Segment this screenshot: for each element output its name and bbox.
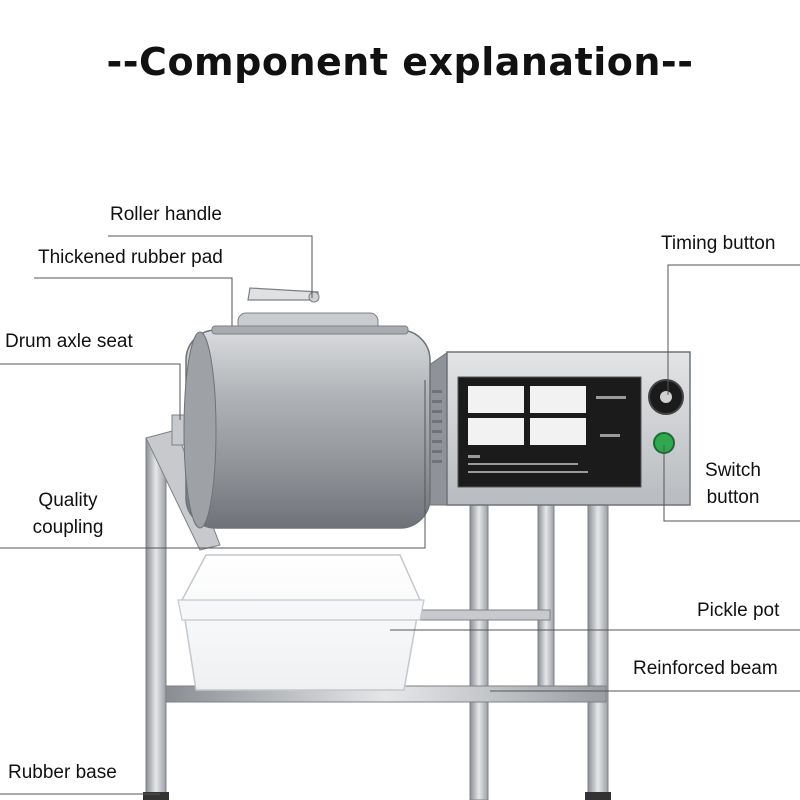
label-quality-coupling-line2: coupling (32, 517, 104, 538)
control-box-vents (432, 390, 442, 463)
leader-lines (0, 235, 800, 795)
drum-body (185, 329, 431, 529)
label-quality-coupling-line1: Quality (38, 490, 98, 511)
rubber-pad (211, 325, 409, 335)
leader-timing (667, 264, 800, 395)
label-roller-handle: Roller handle (110, 204, 222, 225)
rubber-foot-left (143, 792, 169, 800)
leader-switch (663, 445, 800, 522)
leader-drum-axle (0, 363, 181, 420)
rubber-foot-right (585, 792, 611, 800)
leader-rubber-pad (34, 277, 233, 326)
frame-leg-center (469, 499, 489, 800)
page-title: --Component explanation-- (106, 40, 694, 84)
label-reinforced-beam: Reinforced beam (633, 658, 778, 679)
label-timing-button: Timing button (661, 233, 776, 254)
label-drum-axle-seat: Drum axle seat (5, 331, 133, 352)
label-switch-button-line1: Switch (705, 460, 761, 481)
pickle-pot-tub (181, 554, 421, 691)
frame-leg-right-back (537, 499, 555, 701)
label-switch-button-line2: button (706, 487, 760, 508)
leader-roller-handle (108, 235, 313, 298)
instruction-panel-cards (468, 386, 586, 445)
label-rubber-base: Rubber base (8, 762, 117, 783)
drum-end (183, 331, 217, 529)
label-switch-button: Switch button (688, 457, 778, 511)
label-pickle-pot: Pickle pot (697, 600, 780, 621)
leader-coupling (0, 380, 426, 549)
drum-handle (247, 287, 319, 301)
frame-leg-right (587, 499, 609, 800)
instruction-panel-text-lines (468, 396, 626, 473)
label-quality-coupling: Quality coupling (14, 487, 122, 541)
label-rubber-pad: Thickened rubber pad (38, 247, 223, 268)
frame-leg-left (145, 437, 167, 800)
reinforced-beam-back (419, 609, 551, 621)
